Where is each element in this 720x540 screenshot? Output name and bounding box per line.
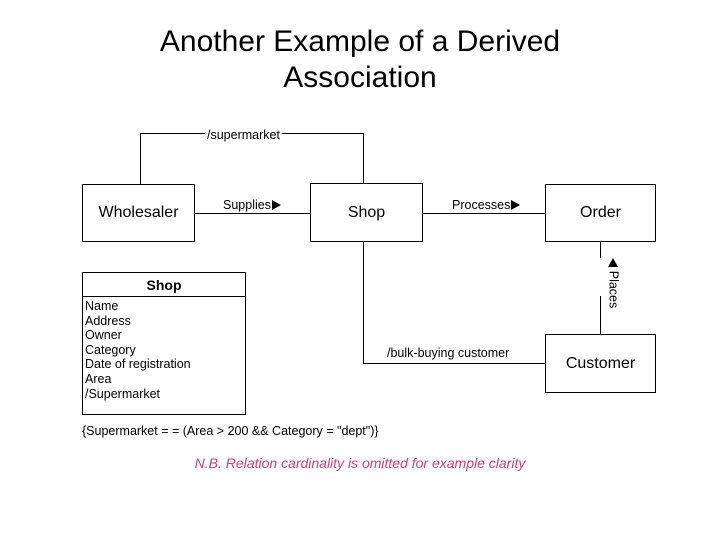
class-box-shop-name: Shop	[83, 273, 245, 297]
class-attribute: Address	[85, 313, 131, 328]
association-label-processes: Processes	[450, 198, 523, 212]
constraint-text: {Supermarket = = (Area > 200 && Category…	[82, 424, 379, 438]
class-attribute: Area	[85, 371, 112, 386]
processes-link-line	[423, 213, 545, 214]
association-label-supplies: Supplies	[221, 198, 283, 212]
class-attribute: /Supermarket	[85, 386, 161, 401]
association-label-places-text: Places	[606, 270, 621, 309]
association-label-processes-text: Processes	[452, 198, 511, 212]
class-attribute: Category	[85, 342, 136, 357]
entity-box-wholesaler-label: Wholesaler	[98, 204, 179, 221]
arrow-right-icon	[271, 200, 281, 210]
arrow-up-icon	[607, 258, 618, 267]
association-label-places: Places	[594, 258, 632, 308]
supermarket-link-right-segment	[363, 133, 364, 183]
entity-box-order[interactable]: Order	[545, 184, 656, 242]
class-attribute: Owner	[85, 328, 122, 343]
clarity-note: N.B. Relation cardinality is omitted for…	[194, 455, 526, 471]
class-box-shop-attributes: Name Address Owner Category Date of regi…	[83, 297, 245, 401]
page-title-line-2: Association	[283, 61, 437, 94]
supplies-link-line	[195, 213, 310, 214]
entity-box-customer[interactable]: Customer	[545, 334, 656, 393]
entity-box-customer-label: Customer	[565, 354, 636, 372]
class-box-shop[interactable]: Shop Name Address Owner Category Date of…	[82, 272, 246, 415]
entity-box-shop-label: Shop	[347, 203, 386, 221]
bulk-buying-link-vertical-segment	[363, 242, 364, 364]
arrow-right-icon	[511, 200, 521, 210]
association-label-supplies-text: Supplies	[223, 198, 271, 212]
entity-box-order-label: Order	[580, 204, 621, 221]
bulk-buying-link-horizontal-segment	[363, 363, 545, 364]
page-title: Another Example of a Derived Association	[60, 24, 660, 96]
class-attribute: Date of registration	[85, 357, 191, 372]
association-label-bulk-buying-customer: /bulk-buying customer	[385, 346, 512, 360]
association-label-supermarket: /supermarket	[205, 128, 282, 142]
entity-box-wholesaler[interactable]: Wholesaler	[82, 184, 195, 242]
class-attribute: Name	[85, 299, 119, 313]
page-title-line-1: Another Example of a Derived	[159, 25, 561, 58]
entity-box-shop[interactable]: Shop	[310, 183, 423, 242]
supermarket-link-left-segment	[140, 133, 141, 184]
